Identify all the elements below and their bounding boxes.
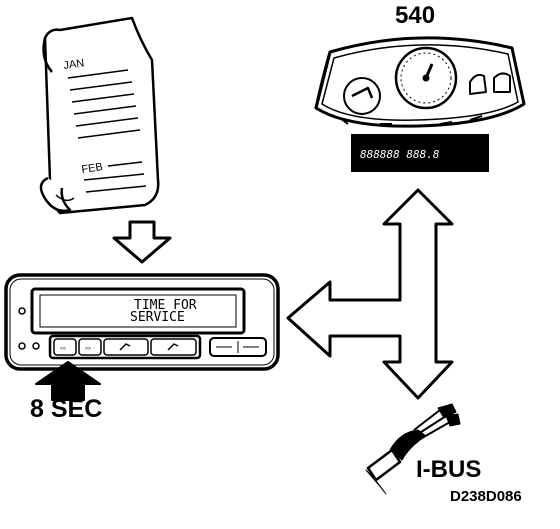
indicator-led [32,342,40,350]
svg-text:<<: << [60,346,66,352]
instrument-cluster [314,36,526,128]
figure-code-label: D238D086 [450,488,522,505]
temp-gauge [469,72,511,95]
unit-button[interactable] [150,338,197,356]
calendar-month-jan: JAN [63,57,85,72]
calendar-month-feb: FEB [81,161,104,176]
speedometer [394,46,458,110]
display-line-2: SERVICE [130,310,185,325]
indicator-led [18,342,26,350]
fuel-gauge [343,77,381,115]
indicator-led [18,307,26,315]
hold-time-label: 8 SEC [30,395,103,423]
odometer-readout: 888888 888.8 [360,148,440,161]
press-button-arrow [35,361,101,401]
unit-button[interactable] [78,338,102,356]
signal-arrows [286,188,454,400]
calendar-lines [67,69,147,193]
service-control-unit: << >> [4,273,280,371]
unit-button[interactable] [103,338,149,356]
cluster-number-label: 540 [395,2,436,29]
i-bus-connector [365,403,461,495]
unit-button[interactable] [53,338,77,356]
i-bus-label: I-BUS [416,456,482,483]
down-arrow-outline [112,220,172,264]
svg-text:>>: >> [85,346,91,352]
display-window [30,287,246,335]
odometer-strip [351,134,489,172]
calendar-scroll [39,16,160,215]
display-line-1: TIME FOR [134,298,197,313]
